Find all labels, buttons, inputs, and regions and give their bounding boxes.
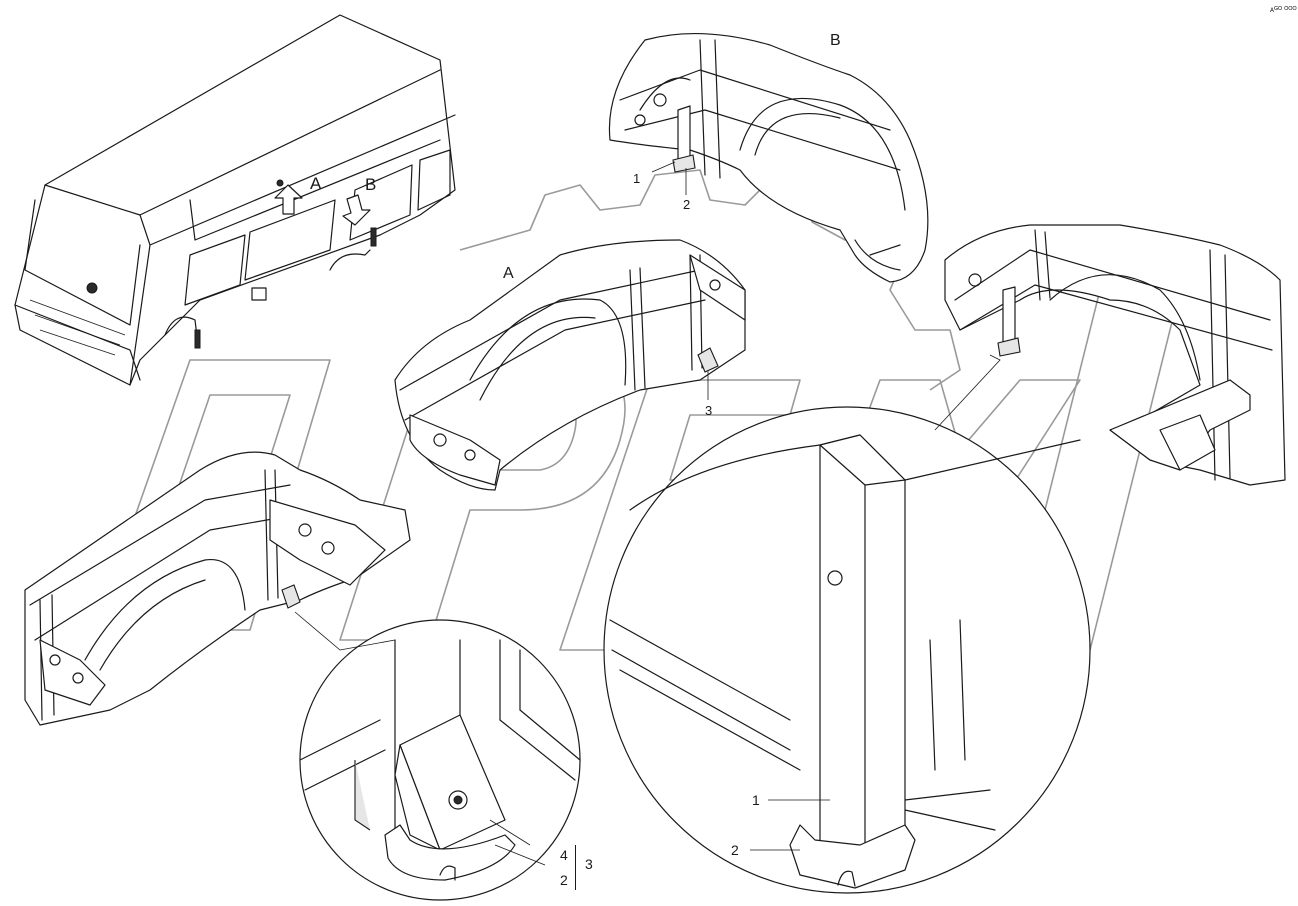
callout-zoom-left-3: 3 [585,856,593,872]
callout-zoom-left-2: 2 [560,872,568,888]
right-frame-view [944,224,1286,486]
callout-b-1: 1 [633,171,641,186]
view-mark-b: B [365,175,377,194]
drawing-code: ᴀᴳᴼ ᴼᴼᴼ [1270,5,1297,14]
callout-zoom-right-1: 1 [752,792,760,808]
callout-zoom-right-2: 2 [731,842,739,858]
left-frame-view [24,451,411,726]
leader-lines [294,161,1001,866]
detail-a-title: A [503,265,514,282]
callout-zoom-left-4: 4 [560,847,568,863]
zoom-detail-left [299,619,581,901]
view-mark-a: A [310,174,322,193]
detail-b-view [608,32,929,283]
zoom-detail-right [603,406,1091,894]
callout-group-bracket [575,845,576,890]
bus-overview [14,14,456,386]
detail-a-view [394,239,746,491]
detail-b-title: B [830,32,841,49]
callout-a-3: 3 [705,403,713,418]
callout-b-2: 2 [683,197,691,212]
